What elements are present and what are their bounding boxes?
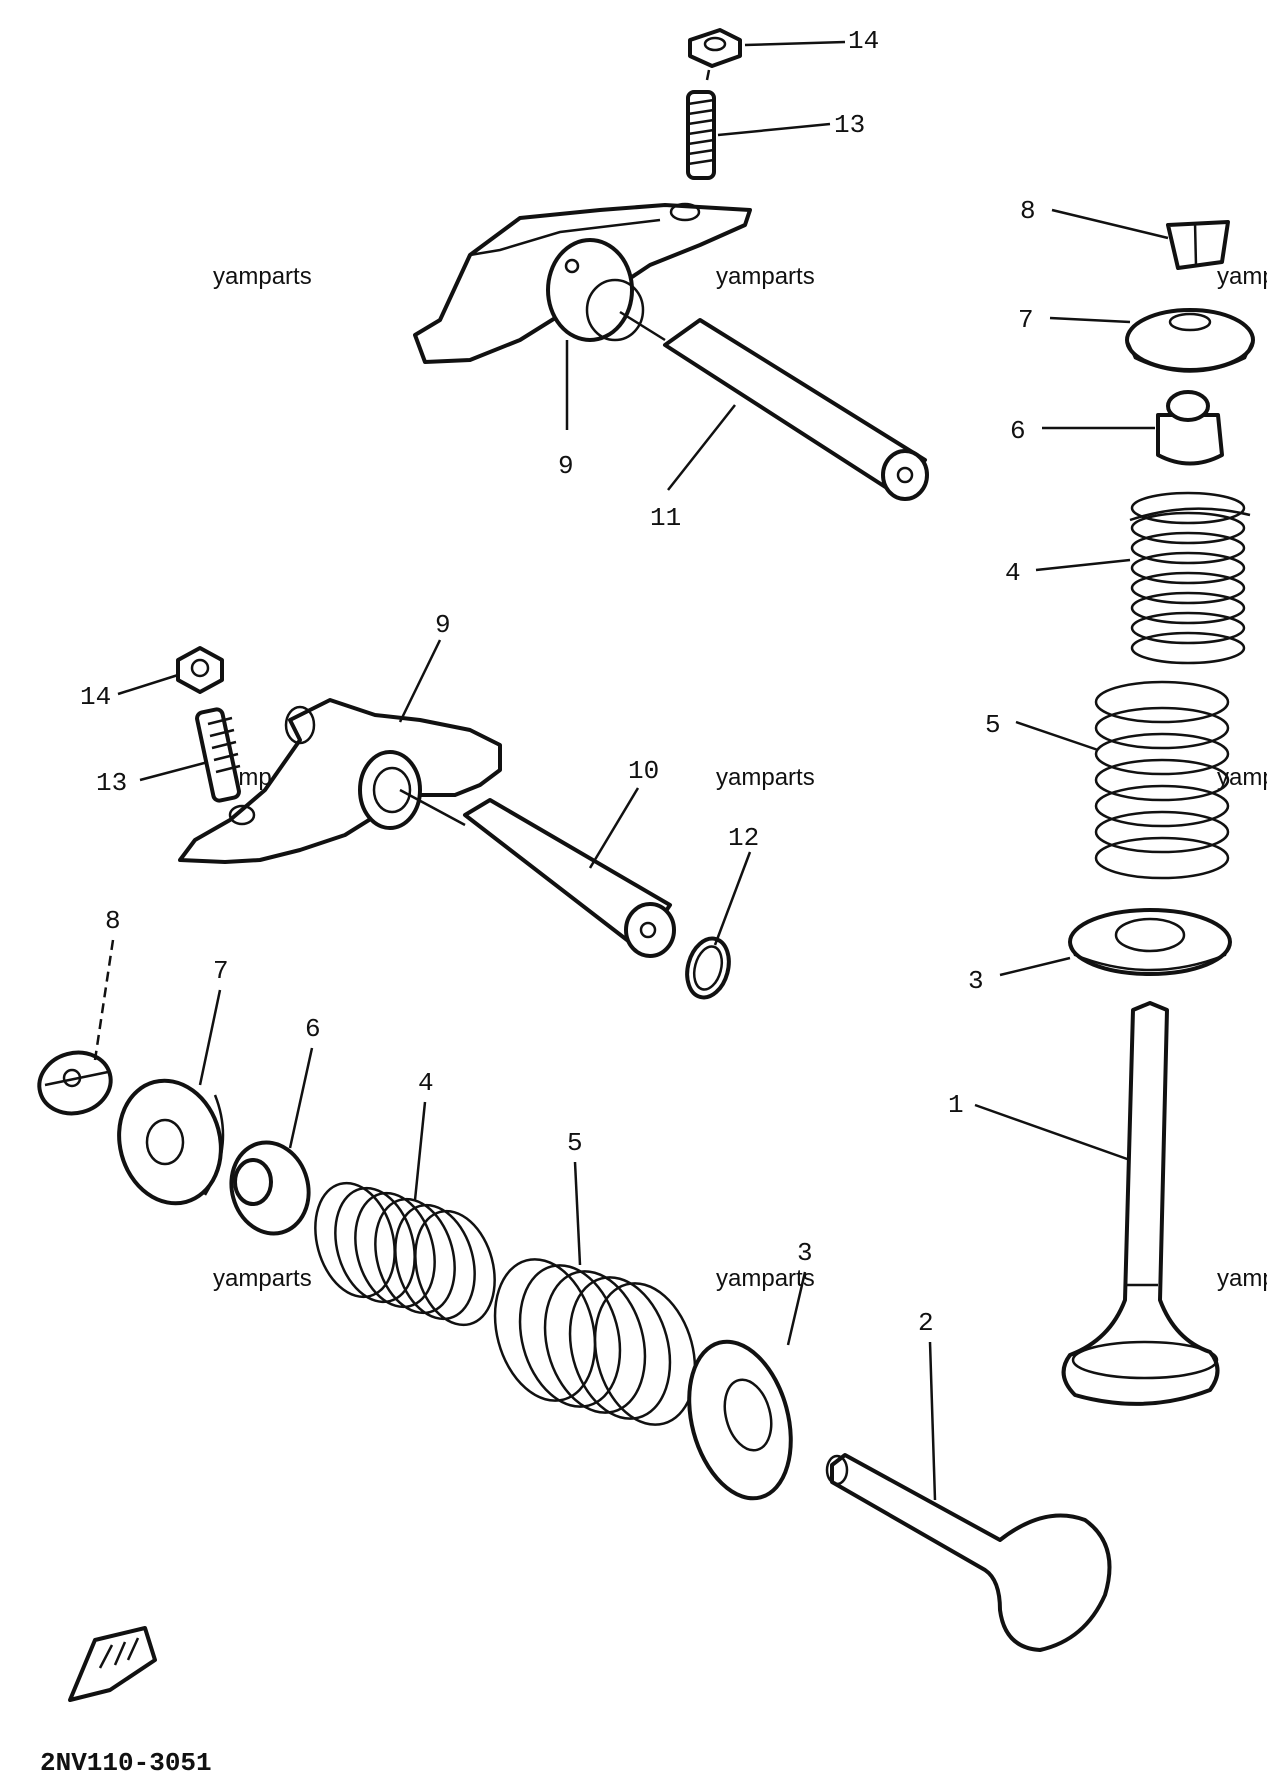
diagram-code: 2NV110-3051 [40,1748,212,1778]
upper-rocker-assembly [413,28,929,501]
valve-cotter-part [37,1050,113,1116]
watermark: yamparts [213,1265,312,1292]
adjusting-screw-part [195,707,241,803]
callout-label: 4 [1005,558,1021,588]
stem-seal-part [1156,390,1224,466]
watermark: yamparts [716,1265,815,1292]
callout-label: 14 [80,682,111,712]
callout-label: 13 [96,768,127,798]
rocker-arm-part [413,202,752,364]
watermark: yamparts [716,263,815,290]
lock-nut-part [176,646,224,694]
rocker-shaft-part [399,788,676,958]
right-callouts: 8 7 6 4 5 3 1 [948,196,1169,1162]
spring-seat-part [687,1339,793,1501]
callout-label: 14 [848,26,879,56]
adjusting-screw-part [686,90,716,180]
lower-rocker-assembly [176,646,731,1000]
watermark: yamparts [716,764,815,791]
inner-spring-part [314,1181,496,1327]
inner-spring-part [1129,491,1251,665]
callout-label: 5 [567,1128,583,1158]
watermark: yamparts [213,263,312,290]
callout-label: 9 [558,451,574,481]
callout-label: 8 [1020,196,1036,226]
callout-label: 7 [213,956,229,986]
callout-label: 3 [968,966,984,996]
front-direction-icon [68,1626,157,1702]
right-valve-stack [1061,220,1255,1406]
callout-label: 6 [1010,416,1026,446]
valve-part [1061,1001,1220,1406]
rocker-shaft-part [619,310,929,501]
upper-callouts: 14 13 9 11 [558,26,879,533]
callout-label: 13 [834,110,865,140]
callout-label: 2 [918,1308,934,1338]
lower-callouts: 14 13 9 10 12 [80,610,759,946]
callout-label: 1 [948,1090,964,1120]
callout-label: 10 [628,756,659,786]
callout-label: 9 [435,610,451,640]
circlip-part [685,936,731,1000]
valve-cotter-part [1166,220,1230,270]
callout-label: 11 [650,503,681,533]
callout-label: 7 [1018,305,1034,335]
callout-label: 8 [105,906,121,936]
watermark: yamparts [1217,1265,1267,1292]
spring-seat-part [1068,908,1232,976]
callout-label: 4 [418,1068,434,1098]
callout-label: 6 [305,1014,321,1044]
outer-spring-part [493,1258,697,1426]
leader-line [705,69,711,81]
callout-label: 12 [728,823,759,853]
lock-nut-part [688,28,742,68]
callout-label: 3 [797,1238,813,1268]
bottom-row-stack [37,1050,1112,1652]
rocker-arm-part [178,698,502,864]
stem-seal-part [229,1140,311,1236]
spring-retainer-part [117,1078,225,1206]
outer-spring-part [1094,680,1230,880]
valve-part [825,1453,1112,1652]
callout-label: 5 [985,710,1001,740]
bottom-callouts: 8 7 6 4 5 3 2 [93,906,937,1501]
watermark: yamparts [1217,263,1267,290]
spring-retainer-part [1125,308,1255,373]
